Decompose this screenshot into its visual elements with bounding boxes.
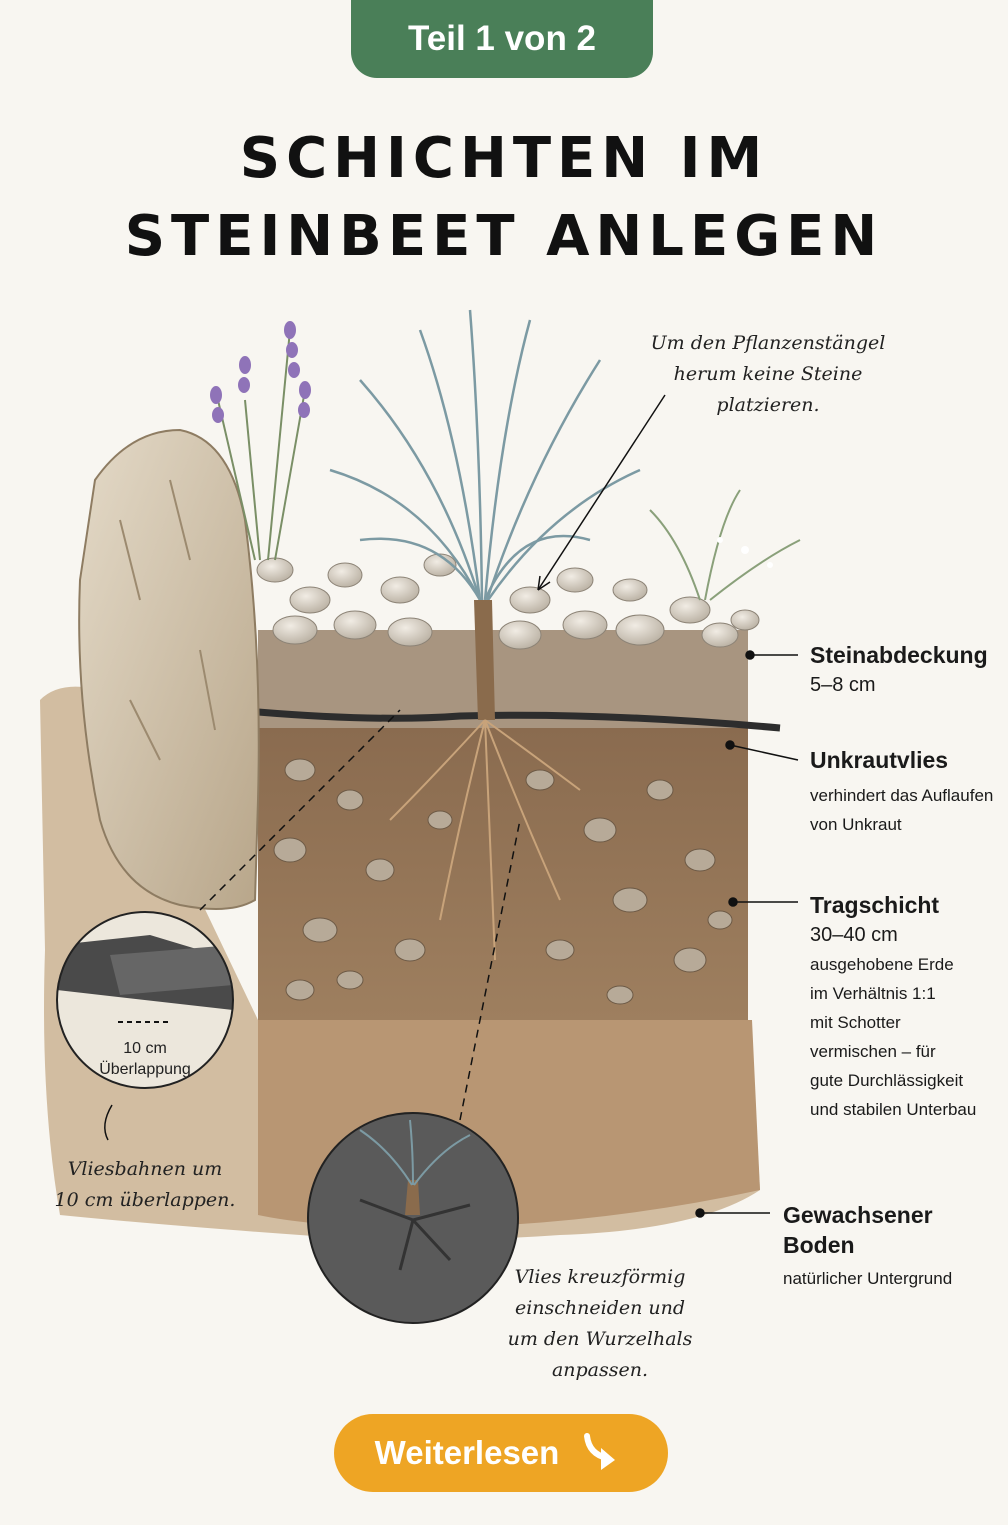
- overlap-note-arrow: [104, 1104, 113, 1141]
- page-title-line1: SCHICHTEN IM: [239, 126, 769, 191]
- layer-title: Tragschicht: [810, 892, 940, 918]
- ornamental-grass: [329, 309, 641, 601]
- continue-reading-label: Weiterlesen: [374, 1434, 560, 1471]
- layer-title: Steinabdeckung: [810, 642, 988, 668]
- layer-desc: vermischen – für: [810, 1042, 936, 1061]
- part-badge: Teil 1 von 2: [351, 0, 653, 78]
- stem-note-arrow: [537, 394, 666, 591]
- flowering-shrub: [649, 489, 801, 601]
- cut-fleece-inset: [308, 1113, 518, 1323]
- label-leader-lines: [695, 650, 799, 1218]
- arrow-down-right-icon: [584, 1433, 616, 1470]
- layer-label-base-layer: Tragschicht 30–40 cm ausgehobene Erde im…: [810, 890, 976, 1124]
- layer-desc: mit Schotter: [810, 1013, 901, 1032]
- layer-label-stone-cover: Steinabdeckung 5–8 cm: [810, 640, 988, 700]
- overlap-inset: [57, 912, 233, 1088]
- layer-desc: ausgehobene Erde: [810, 955, 954, 974]
- page-title-line2: STEINBEET ANLEGEN: [124, 204, 884, 269]
- base-layer-stones: [273, 758, 733, 1005]
- stone-cover-pebbles: [256, 553, 760, 650]
- layer-thickness: 30–40 cm: [810, 924, 898, 946]
- page-title: SCHICHTEN IM STEINBEET ANLEGEN: [0, 120, 1008, 276]
- weed-fleece-line: [257, 708, 781, 732]
- layer-thickness: 5–8 cm: [810, 674, 876, 696]
- lavender-plant: [217, 329, 306, 561]
- plant-stem: [474, 600, 495, 720]
- boulder: [78, 428, 260, 910]
- continue-reading-button[interactable]: Weiterlesen: [334, 1414, 668, 1492]
- part-badge-label: Teil 1 von 2: [407, 19, 597, 58]
- base-layer: [258, 728, 748, 1020]
- layer-label-weed-fleece: Unkrautvlies verhindert das Auflaufen vo…: [810, 745, 993, 839]
- layer-desc: von Unkraut: [810, 815, 902, 834]
- layer-title: Unkrautvlies: [810, 747, 949, 773]
- layer-label-native-soil: Gewachsener Boden natürlicher Untergrund: [783, 1200, 1008, 1293]
- layer-title: Gewachsener Boden: [783, 1202, 933, 1258]
- layer-desc: im Verhältnis 1:1: [810, 984, 936, 1003]
- gravel-layer: [258, 630, 748, 728]
- layer-desc: verhindert das Auflaufen: [810, 786, 994, 805]
- layer-desc: gute Durchlässigkeit: [810, 1071, 964, 1090]
- plant-roots: [389, 719, 581, 961]
- layer-desc: und stabilen Unterbau: [810, 1100, 977, 1119]
- layer-desc: natürlicher Untergrund: [783, 1269, 953, 1288]
